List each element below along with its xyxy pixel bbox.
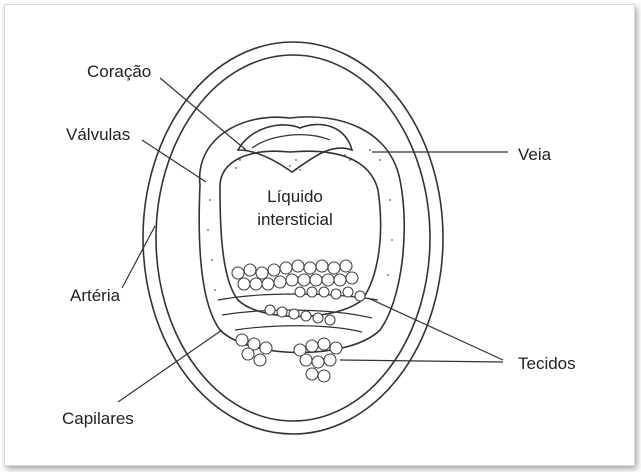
label-valvulas: Válvulas xyxy=(66,125,130,144)
label-liquido-line1: Líquido xyxy=(267,187,323,206)
label-veia: Veia xyxy=(518,145,552,164)
label-coracao: Coração xyxy=(87,62,151,81)
artery-inner-wall xyxy=(156,55,430,421)
label-liquido-line2: intersticial xyxy=(257,210,333,229)
leader-arteria xyxy=(122,226,155,288)
leader-tecidos-2 xyxy=(340,360,503,362)
label-arteria: Artéria xyxy=(70,286,121,305)
label-capilares: Capilares xyxy=(62,409,134,428)
label-tecidos: Tecidos xyxy=(518,354,576,373)
capillary-line-3 xyxy=(235,326,362,332)
tissue-cells xyxy=(232,260,365,382)
heart-valve-curve xyxy=(252,135,330,148)
leader-tecidos-1 xyxy=(368,298,503,360)
leader-capilares xyxy=(118,330,222,402)
heart-chamber xyxy=(238,124,352,172)
leader-coracao xyxy=(160,78,246,150)
